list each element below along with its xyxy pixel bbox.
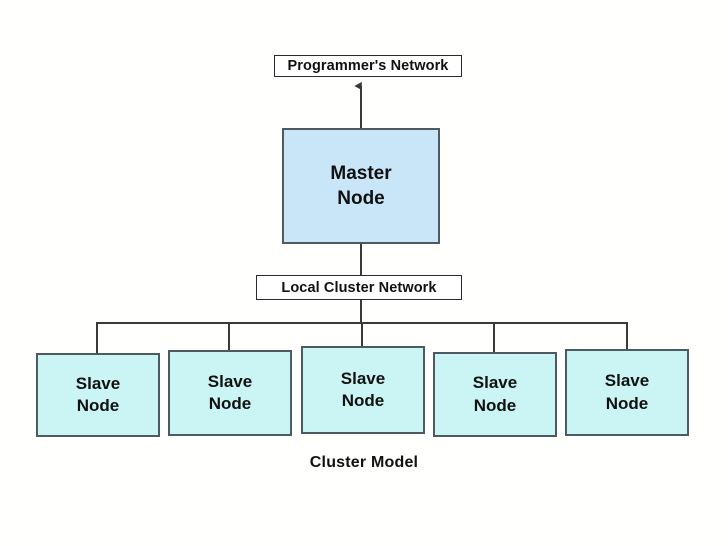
slave-node-2[interactable]: Slave Node [168,350,292,436]
slave-node-5[interactable]: Slave Node [565,349,689,436]
slave-node-5-label-line2: Node [605,393,649,413]
master-node-label-line2: Node [337,188,385,209]
slave-node-4-label-line1: Slave [472,373,518,393]
slave-node-3-label-line2: Node [341,391,385,410]
slave-node-4[interactable]: Slave Node [433,352,557,437]
slave-node-2-label-line1: Slave [207,371,253,391]
slave-node-1-label-line1: Slave [75,373,121,393]
master-node[interactable]: Master Node [282,128,440,244]
slave-node-3-label-line1: Slave [340,368,386,388]
slave-node-1-label-line2: Node [76,396,120,415]
slave-node-1[interactable]: Slave Node [36,353,160,437]
local-cluster-network-label: Local Cluster Network [256,275,462,300]
programmers-network-label: Programmer's Network [274,55,462,77]
slave-node-4-label-line2: Node [473,395,517,415]
master-node-label-line1: Master [330,162,392,184]
diagram-caption: Cluster Model [309,454,419,471]
slave-node-5-label-line1: Slave [604,371,650,391]
slave-node-3[interactable]: Slave Node [301,346,425,434]
slave-node-2-label-line2: Node [208,394,252,413]
